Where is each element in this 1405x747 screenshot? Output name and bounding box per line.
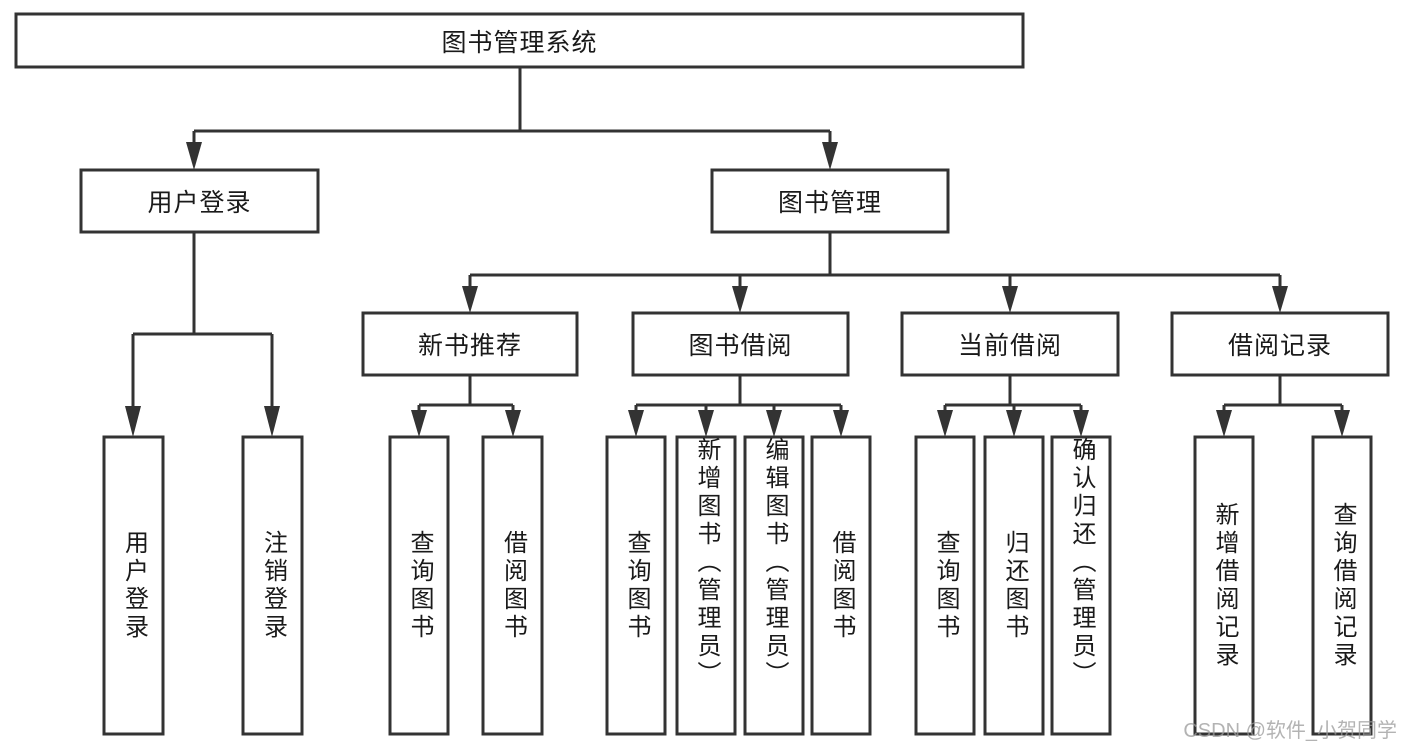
connector-bookmgmt-to-level3 bbox=[462, 232, 1288, 313]
node-book-management[interactable] bbox=[710, 168, 950, 234]
leaf-new-book-0[interactable] bbox=[388, 435, 450, 736]
connector-currentborrow-to-leaves bbox=[937, 375, 1089, 437]
node-book-borrow[interactable] bbox=[631, 311, 850, 377]
leaf-current-borrow-0[interactable] bbox=[914, 435, 976, 736]
node-user-login[interactable] bbox=[79, 168, 320, 234]
connector-newbook-to-leaves bbox=[411, 375, 521, 437]
node-current-borrow[interactable] bbox=[900, 311, 1120, 377]
leaf-user-login-1[interactable] bbox=[241, 435, 304, 736]
leaf-book-borrow-1[interactable] bbox=[675, 435, 737, 736]
leaf-book-borrow-3[interactable] bbox=[810, 435, 872, 736]
connector-borrow-to-leaves bbox=[628, 375, 849, 437]
node-borrow-record[interactable] bbox=[1170, 311, 1390, 377]
node-new-book-recommend[interactable] bbox=[361, 311, 579, 377]
leaf-user-login-0[interactable] bbox=[102, 435, 165, 736]
leaf-current-borrow-2[interactable] bbox=[1050, 435, 1112, 736]
leaf-borrow-record-1[interactable] bbox=[1311, 435, 1373, 736]
connector-root-to-level2 bbox=[186, 67, 838, 170]
leaf-current-borrow-1[interactable] bbox=[983, 435, 1045, 736]
node-root[interactable] bbox=[14, 12, 1025, 69]
leaf-book-borrow-2[interactable] bbox=[743, 435, 805, 736]
connector-borrowrecord-to-leaves bbox=[1216, 375, 1350, 437]
connector-userlogin-to-leaves bbox=[125, 232, 280, 437]
leaf-book-borrow-0[interactable] bbox=[605, 435, 667, 736]
leaf-borrow-record-0[interactable] bbox=[1193, 435, 1255, 736]
leaf-new-book-1[interactable] bbox=[481, 435, 544, 736]
